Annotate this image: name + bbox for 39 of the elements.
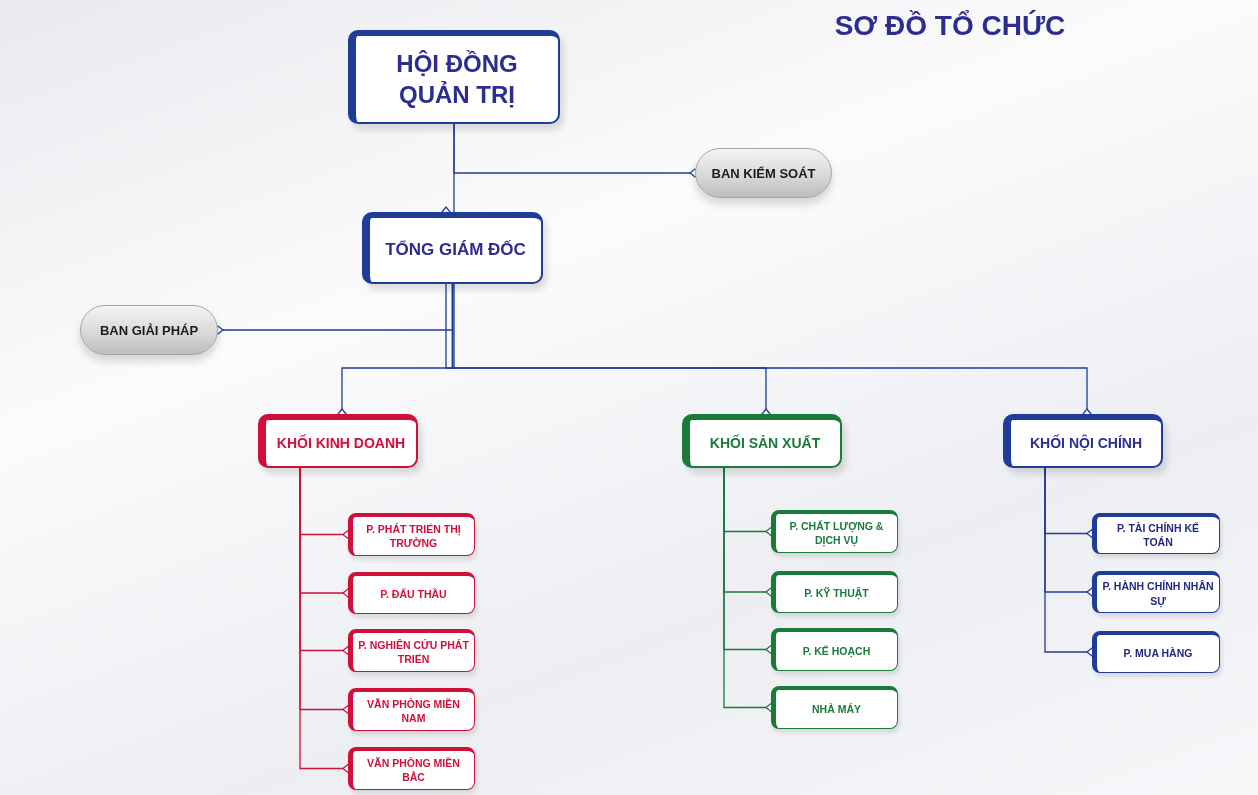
department-box (348, 572, 475, 614)
node-label: P. CHẤT LƯỢNG & DỊCH VỤ (788, 518, 885, 548)
node-label: P. NGHIÊN CỨU PHÁT TRIỂN (357, 637, 470, 667)
unit-box (258, 414, 418, 468)
node-label: P. MUA HÀNG (1123, 646, 1193, 661)
node-label: VĂN PHÒNG MIỀN BẮC (366, 755, 461, 785)
unit-box (682, 414, 842, 468)
department-box (348, 513, 475, 556)
department-box (348, 629, 475, 672)
unit-box (1003, 414, 1163, 468)
department-box (1092, 513, 1220, 554)
department-box (348, 747, 475, 790)
department-box (771, 628, 898, 671)
department-box (348, 688, 475, 731)
node-label: BAN GIẢI PHÁP (99, 322, 199, 338)
unit-box (362, 212, 543, 284)
committee-pill (695, 148, 832, 198)
node-label: P. HÀNH CHÍNH NHÂN SỰ (1101, 579, 1215, 608)
department-box (771, 686, 898, 729)
node-label: BAN KIỂM SOÁT (711, 165, 816, 181)
node-label: TỔNG GIÁM ĐỐC (385, 238, 526, 261)
unit-box (348, 30, 560, 124)
department-box (1092, 571, 1220, 613)
node-label: P. PHÁT TRIỂN THỊ TRƯỜNG (365, 521, 462, 551)
chart-title: SƠ ĐỒ TỔ CHỨC (833, 10, 1067, 42)
node-label: HỘI ĐỒNG QUẢN TRỊ (395, 48, 519, 110)
node-label: P. KẾ HOẠCH (802, 643, 871, 659)
node-label: KHỐI NỘI CHÍNH (1030, 433, 1142, 453)
department-box (771, 510, 898, 553)
node-label: VĂN PHÒNG MIỀN NAM (366, 696, 461, 726)
department-box (1092, 631, 1220, 673)
node-label: NHÀ MÁY (812, 701, 861, 717)
node-label: P. ĐẤU THẦU (380, 587, 447, 602)
node-label: KHỐI SẢN XUẤT (709, 433, 821, 453)
node-label: P. TÀI CHÍNH KẾ TOÁN (1115, 520, 1201, 550)
node-label: P. KỸ THUẬT (804, 586, 869, 601)
node-label: KHỐI KINH DOANH (276, 433, 406, 453)
department-box (771, 571, 898, 613)
committee-pill (80, 305, 218, 355)
